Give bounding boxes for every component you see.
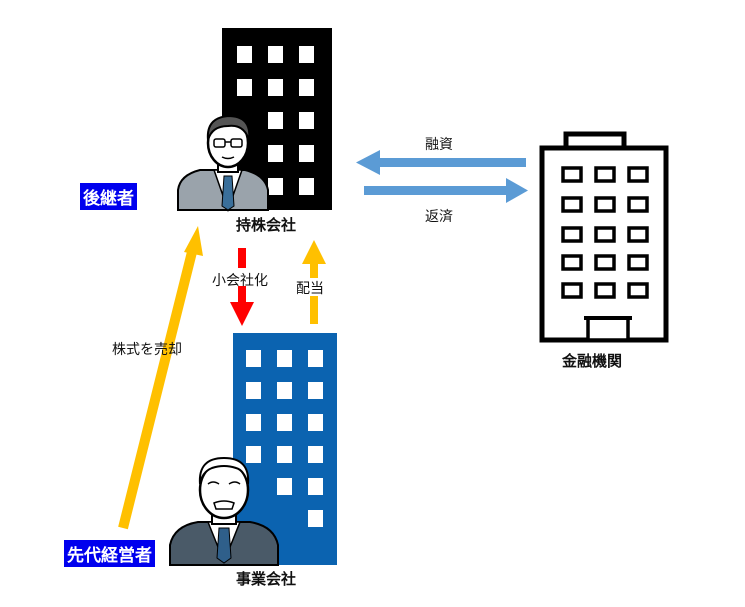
subsidiary-arrow	[230, 248, 254, 326]
financing-arrow	[356, 150, 526, 175]
financial-institution-label: 金融機関	[562, 352, 623, 370]
dividend-label: 配当	[296, 281, 324, 297]
financial-institution-building-icon	[539, 131, 669, 343]
successor-role-badge: 後継者	[80, 183, 137, 210]
holding-company-label: 持株会社	[236, 216, 297, 234]
successor-person-icon	[177, 114, 269, 213]
previous-manager-role-badge: 先代経営者	[64, 540, 155, 567]
subsidiary-label: 小会社化	[212, 273, 268, 289]
operating-company-label: 事業会社	[236, 570, 297, 588]
share-sale-label: 株式を売却	[112, 342, 182, 358]
dividend-arrow	[302, 240, 326, 324]
share-sale-arrow	[118, 226, 203, 530]
previous-manager-person-icon	[169, 456, 279, 566]
financing-label: 融資	[425, 137, 453, 153]
repayment-label: 返済	[425, 209, 453, 225]
repayment-arrow	[364, 178, 528, 203]
